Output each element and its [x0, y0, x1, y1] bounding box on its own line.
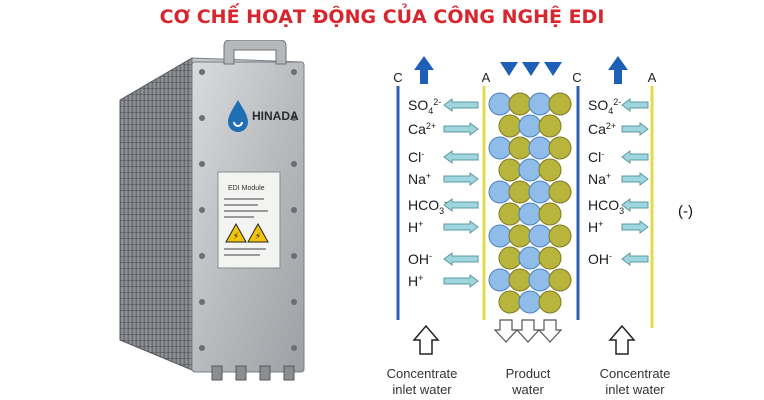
ion-label: HCO3- [408, 197, 447, 216]
membrane-letter-c-left: C [393, 70, 402, 85]
cation-resin-bead [538, 158, 562, 182]
cation-resin-bead [498, 114, 522, 138]
anion-resin-bead [528, 224, 552, 248]
right-arrow-icon [621, 172, 649, 186]
inlet-arrow-icon [412, 324, 636, 355]
cation-resin-bead [538, 246, 562, 270]
right-arrow-icon [621, 122, 649, 136]
left-arrow-icon [621, 252, 649, 266]
module-side-panel [119, 57, 193, 371]
brand-text: HINADA [252, 109, 299, 123]
module-fittings [211, 365, 295, 381]
right-arrow-icon [443, 122, 479, 136]
ion-label: H+ [408, 273, 423, 289]
svg-text:⚡: ⚡ [255, 232, 261, 242]
module-label-plate [217, 171, 281, 269]
anion-resin-bead [518, 114, 542, 138]
cation-resin-bead [508, 92, 532, 116]
ion-label: Cl- [588, 149, 604, 165]
ion-label: Ca2+ [408, 121, 436, 137]
right-arrow-icon [621, 220, 649, 234]
cation-resin-bead [548, 268, 572, 292]
cation-resin-bead [498, 202, 522, 226]
anion-resin-bead [528, 92, 552, 116]
up-arrow-icon [414, 56, 628, 84]
electrode-sign: (-) [678, 203, 693, 220]
ion-label: Na+ [408, 171, 431, 187]
down-arrow-icon [500, 62, 562, 76]
left-arrow-icon [443, 198, 479, 212]
ion-label: H+ [408, 219, 423, 235]
edi-module-image: HINADA EDI Module ⚡ ⚡ [119, 40, 305, 381]
edi-mechanism-diagram: C A C A SO42- Ca2+ Cl- Na+ HCO3- H+ OH- H+ SO42… [387, 56, 693, 397]
cation-resin-bead [538, 114, 562, 138]
caption-right-line1: Concentrate [600, 366, 671, 381]
anion-resin-bead [488, 180, 512, 204]
cation-resin-bead [548, 92, 572, 116]
ion-label: Na+ [588, 171, 611, 187]
left-arrow-icon [621, 198, 649, 212]
cation-resin-bead [548, 224, 572, 248]
right-ion-column: SO42- Ca2+ Cl- Na+ HCO3- H+ OH- [588, 97, 649, 267]
anion-resin-bead [488, 268, 512, 292]
caption-right-line2: inlet water [605, 382, 665, 397]
anion-resin-bead [528, 180, 552, 204]
left-arrow-icon [621, 150, 649, 164]
anion-resin-bead [488, 136, 512, 160]
ion-label: SO42- [588, 97, 621, 116]
membrane-letter-a-right: A [648, 70, 657, 85]
left-arrow-icon [443, 150, 479, 164]
ion-label: Ca2+ [588, 121, 616, 137]
ion-label: H+ [588, 219, 603, 235]
right-arrow-icon [443, 220, 479, 234]
right-arrow-icon [443, 274, 479, 288]
module-handle [223, 40, 287, 65]
cation-resin-bead [498, 290, 522, 314]
resin-beads [488, 92, 572, 314]
ion-label: SO42- [408, 97, 441, 116]
cation-resin-bead [498, 158, 522, 182]
ion-label: Cl- [408, 149, 424, 165]
warning-icon: ⚡ [225, 222, 247, 243]
anion-resin-bead [528, 136, 552, 160]
caption-left-line1: Concentrate [387, 366, 458, 381]
membrane-letter-c-right: C [572, 70, 581, 85]
anion-resin-bead [518, 202, 542, 226]
anion-resin-bead [488, 92, 512, 116]
cation-resin-bead [538, 290, 562, 314]
anion-resin-bead [518, 246, 542, 270]
cation-resin-bead [508, 224, 532, 248]
caption-center-line1: Product [506, 366, 551, 381]
label-title: EDI Module [228, 185, 265, 192]
left-arrow-icon [621, 98, 649, 112]
anion-resin-bead [518, 290, 542, 314]
caption-center-line2: water [511, 382, 544, 397]
left-arrow-icon [443, 98, 479, 112]
hinada-logo: HINADA [228, 100, 299, 132]
caption-left-line2: inlet water [392, 382, 452, 397]
cation-resin-bead [508, 180, 532, 204]
cation-resin-bead [548, 180, 572, 204]
anion-resin-bead [528, 268, 552, 292]
membrane-letter-a-left: A [482, 70, 491, 85]
product-arrow-icon [493, 319, 563, 343]
anion-resin-bead [518, 158, 542, 182]
ion-label: OH- [588, 251, 612, 267]
anion-resin-bead [488, 224, 512, 248]
ion-label: HCO3- [588, 197, 627, 216]
svg-text:⚡: ⚡ [233, 232, 239, 242]
cation-resin-bead [498, 246, 522, 270]
cation-resin-bead [548, 136, 572, 160]
cation-resin-bead [538, 202, 562, 226]
right-arrow-icon [443, 172, 479, 186]
cation-resin-bead [508, 268, 532, 292]
left-ion-column: SO42- Ca2+ Cl- Na+ HCO3- H+ OH- H+ [408, 97, 479, 289]
ion-label: OH- [408, 251, 432, 267]
page-title: CƠ CHẾ HOẠT ĐỘNG CỦA CÔNG NGHỆ EDI [159, 6, 605, 28]
left-arrow-icon [443, 252, 479, 266]
module-bolts [199, 69, 297, 351]
cation-resin-bead [508, 136, 532, 160]
